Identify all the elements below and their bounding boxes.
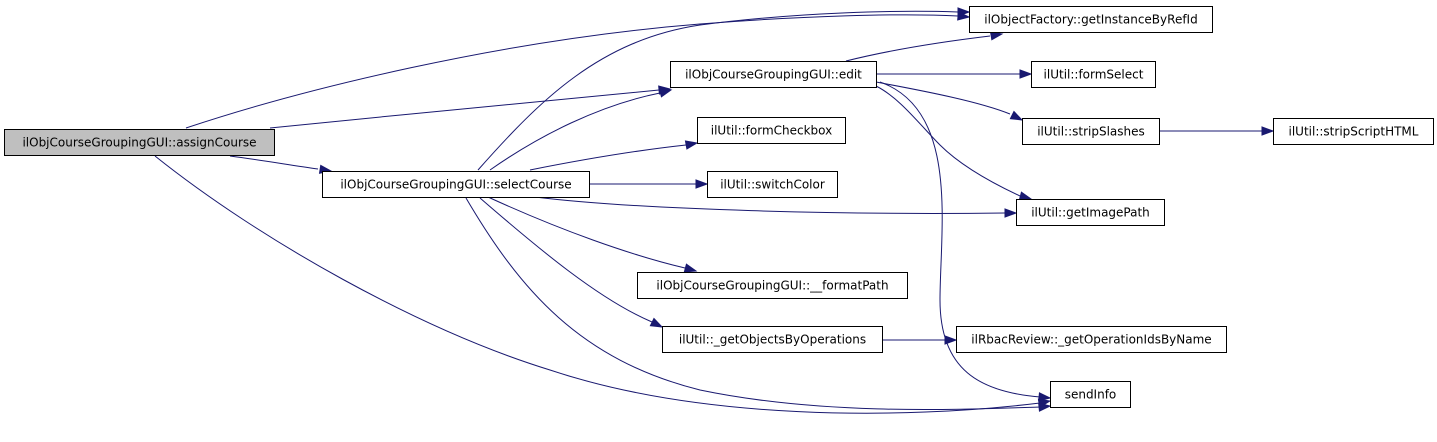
edge-arrowhead [649,317,664,328]
edge-line [229,155,319,170]
edge-arrowhead [1009,110,1024,121]
edge-selectCourse-to-getObjectsByOperations [479,197,664,328]
node-label: ilObjCourseGroupingGUI::edit [685,68,862,82]
node-getObjectsByOperations[interactable]: ilUtil::_getObjectsByOperations [662,326,883,353]
node-formSelect[interactable]: ilUtil::formSelect [1031,61,1156,88]
edge-arrowhead [1018,191,1033,201]
node-box[interactable] [4,129,275,156]
edge-edit-to-sendInfo [879,81,1052,402]
edge-edit-to-formSelect [876,69,1033,79]
edge-edit-to-stripSlashes [875,81,1024,121]
edge-arrowhead [957,7,971,17]
node-box[interactable] [1031,61,1156,88]
node-label: ilUtil::stripSlashes [1037,125,1145,139]
nodes-layer: ilObjCourseGroupingGUI::assignCourseilOb… [4,6,1434,408]
edge-line [465,197,1041,411]
edge-arrowhead [1019,69,1033,79]
node-label: ilUtil::_getObjectsByOperations [679,333,866,347]
edge-line [529,144,687,171]
edge-selectCourse-to-getInstanceByRefId [477,7,971,171]
edge-line [487,196,686,269]
edge-line [185,14,959,129]
edge-line [879,81,1041,398]
edge-selectCourse-to-formCheckbox [529,140,699,171]
edge-selectCourse-to-switchColor [589,179,709,189]
node-getInstanceByRefId[interactable]: ilObjectFactory::getInstanceByRefId [969,6,1213,33]
edge-line [845,35,991,62]
node-formCheckbox[interactable]: ilUtil::formCheckbox [697,117,846,144]
node-box[interactable] [670,61,877,88]
edge-selectCourse-to-formatPath [487,196,698,273]
node-box[interactable] [322,171,590,198]
edge-arrowhead [683,263,698,273]
node-assignCourse[interactable]: ilObjCourseGroupingGUI::assignCourse [4,129,275,156]
node-getImagePath[interactable]: ilUtil::getImagePath [1016,199,1165,226]
node-label: ilObjCourseGroupingGUI::__formatPath [656,279,888,293]
edges-layer [154,7,1275,414]
edge-selectCourse-to-sendInfo [465,197,1052,412]
node-label: ilObjectFactory::getInstanceByRefId [984,13,1197,27]
edge-getObjectsByOperations-to-getOperationIdsByName [882,335,958,345]
node-label: ilUtil::formCheckbox [711,124,833,138]
edge-line [875,85,1021,197]
edge-line [489,92,661,171]
edge-arrowhead [658,88,673,98]
node-box[interactable] [662,326,883,353]
node-selectCourse[interactable]: ilObjCourseGroupingGUI::selectCourse [322,171,590,198]
edge-arrowhead [684,140,699,150]
node-box[interactable] [969,6,1213,33]
node-formatPath[interactable]: ilObjCourseGroupingGUI::__formatPath [637,272,908,299]
edge-assignCourse-to-selectCourse [229,155,333,174]
edge-selectCourse-to-getImagePath [534,196,1018,218]
edge-selectCourse-to-edit [489,88,673,171]
edge-arrowhead [1261,126,1275,136]
node-label: ilUtil::formSelect [1044,68,1144,82]
node-box[interactable] [637,272,908,299]
node-label: ilUtil::getImagePath [1031,206,1150,220]
node-label: ilObjCourseGroupingGUI::assignCourse [22,136,256,150]
edge-arrowhead [1004,208,1018,218]
node-switchColor[interactable]: ilUtil::switchColor [707,171,838,198]
edge-arrowhead [695,179,709,189]
node-getOperationIdsByName[interactable]: ilRbacReview::_getOperationIdsByName [956,326,1227,353]
edge-line [269,89,660,129]
edge-arrowhead [1038,402,1052,412]
edge-edit-to-getInstanceByRefId [845,31,1004,62]
node-stripScriptHTML[interactable]: ilUtil::stripScriptHTML [1273,118,1434,145]
node-box[interactable] [956,326,1227,353]
edge-arrowhead [1038,392,1052,402]
edge-line [875,81,1011,115]
edge-line [479,197,653,323]
node-label: ilObjCourseGroupingGUI::selectCourse [340,178,571,192]
node-label: sendInfo [1065,388,1117,402]
node-stripSlashes[interactable]: ilUtil::stripSlashes [1022,118,1160,145]
edge-assignCourse-to-sendInfo [154,155,1052,414]
edge-edit-to-getImagePath [875,85,1033,201]
edge-line [154,155,1041,414]
edge-arrowhead [944,335,958,345]
node-box[interactable] [1273,118,1434,145]
node-label: ilUtil::switchColor [720,178,825,192]
node-box[interactable] [1022,118,1160,145]
edge-stripSlashes-to-stripScriptHTML [1159,126,1275,136]
node-sendInfo[interactable]: sendInfo [1050,381,1131,408]
edge-line [477,10,959,171]
node-box[interactable] [1050,381,1131,408]
node-edit[interactable]: ilObjCourseGroupingGUI::edit [670,61,877,88]
edge-line [534,196,1006,214]
node-label: ilRbacReview::_getOperationIdsByName [971,333,1211,347]
edge-arrowhead [989,31,1004,41]
node-box[interactable] [1016,199,1165,226]
node-label: ilUtil::stripScriptHTML [1289,125,1419,139]
node-box[interactable] [697,117,846,144]
node-box[interactable] [707,171,838,198]
